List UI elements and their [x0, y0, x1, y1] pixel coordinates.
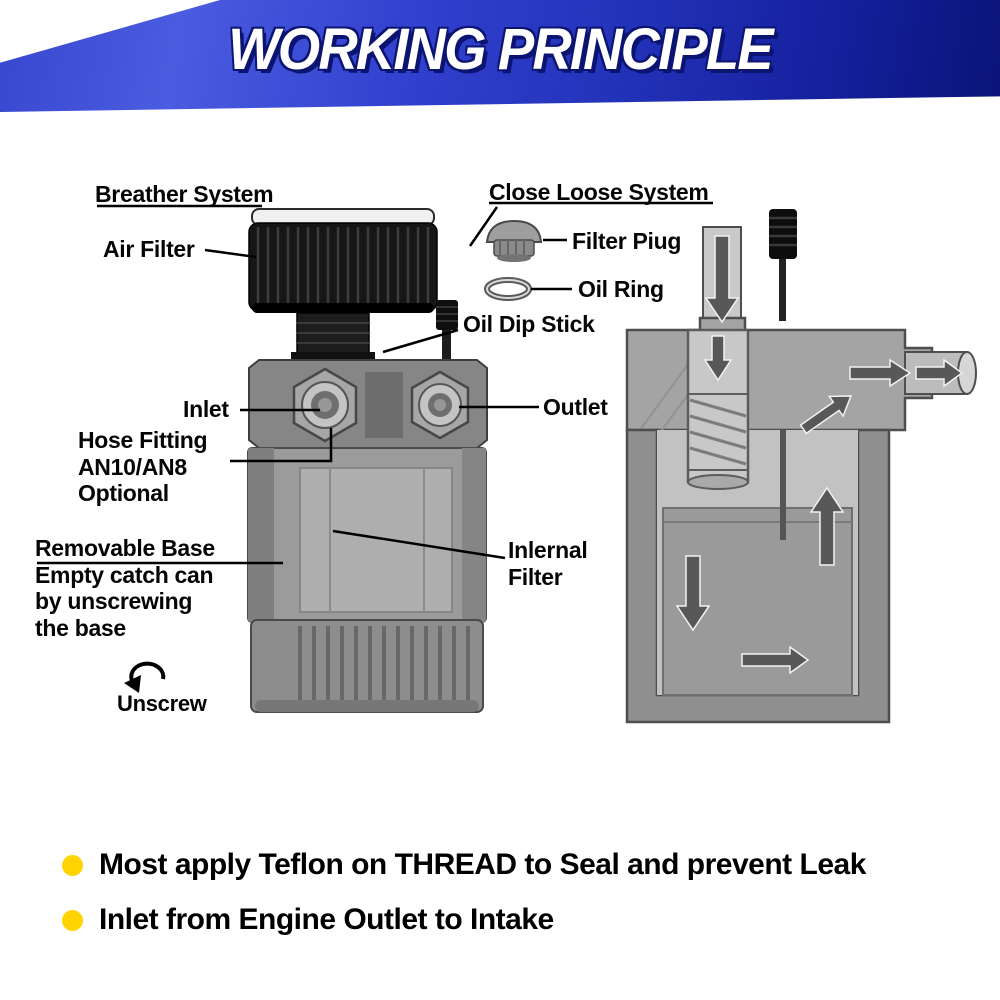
banner: WORKING PRINCIPLE: [0, 0, 1000, 112]
leader-oil-dip-stick: [382, 328, 459, 354]
removable-base-shape: [250, 619, 484, 713]
note-item-inlet: Inlet from Engine Outlet to Intake: [62, 903, 554, 937]
filter-neck-shape: [291, 312, 375, 362]
leader-air-filter: [204, 248, 257, 259]
unscrew-arrow-icon: [124, 661, 166, 693]
label-hose-fitting: Hose Fitting AN10/AN8 Optional: [78, 427, 208, 507]
note-item-teflon: Most apply Teflon on THREAD to Seal and …: [62, 848, 866, 882]
leader-hose-fitting: [230, 428, 333, 463]
air-filter-shape: [248, 208, 438, 313]
page-title: WORKING PRINCIPLE: [228, 17, 773, 82]
can-body-shape: [247, 447, 487, 623]
flow-arrow-down-tube: [703, 335, 733, 382]
filter-plug-illustration: [485, 219, 543, 262]
oil-ring-illustration: [484, 277, 532, 301]
internal-filter-shape: [299, 467, 453, 613]
label-air-filter: Air Filter: [103, 236, 195, 262]
note-text: Most apply Teflon on THREAD to Seal and …: [99, 848, 866, 881]
flow-arrow-down-can: [675, 555, 711, 632]
cutaway-dipstick-shape: [769, 209, 797, 321]
flow-arrow-up-interior: [809, 486, 845, 566]
note-bullet: [62, 854, 83, 876]
dipstick-shape: [436, 300, 458, 362]
label-removable-base: Removable Base Empty catch can by unscre…: [35, 535, 215, 642]
catch-can-illustration: [247, 208, 488, 713]
flow-arrows: [675, 235, 964, 675]
label-oil-dip-stick: Oil Dip Stick: [463, 311, 595, 337]
flow-arrow-outlet-1: [849, 358, 912, 388]
label-filter-plug: Filter Piug: [572, 228, 682, 254]
flow-arrow-diagonal: [799, 395, 853, 435]
leader-close-loose-diagonal: [468, 206, 499, 247]
label-breather-system: Breather System: [95, 181, 274, 207]
leader-lines: [37, 201, 713, 565]
flange-shape: [248, 359, 488, 449]
note-bullet: [62, 909, 83, 931]
label-outlet: Outlet: [543, 394, 608, 420]
label-close-loose-system: Close Loose System: [489, 179, 709, 205]
flow-arrow-bottom: [741, 645, 810, 675]
note-text: Inlet from Engine Outlet to Intake: [99, 903, 554, 936]
leader-internal-filter: [332, 529, 506, 560]
banner-background: [0, 0, 1000, 112]
label-inlet: Inlet: [183, 396, 229, 422]
flow-arrow-outlet-2: [915, 358, 964, 388]
cutaway-illustration: [625, 209, 977, 724]
flow-arrow-down-inlet: [704, 235, 740, 324]
inlet-port: [292, 367, 358, 443]
label-unscrew: Unscrew: [117, 691, 207, 716]
outlet-port: [410, 370, 470, 440]
label-oil-ring: Oil Ring: [578, 276, 664, 302]
label-internal-filter: Inlernal Filter: [508, 537, 588, 590]
